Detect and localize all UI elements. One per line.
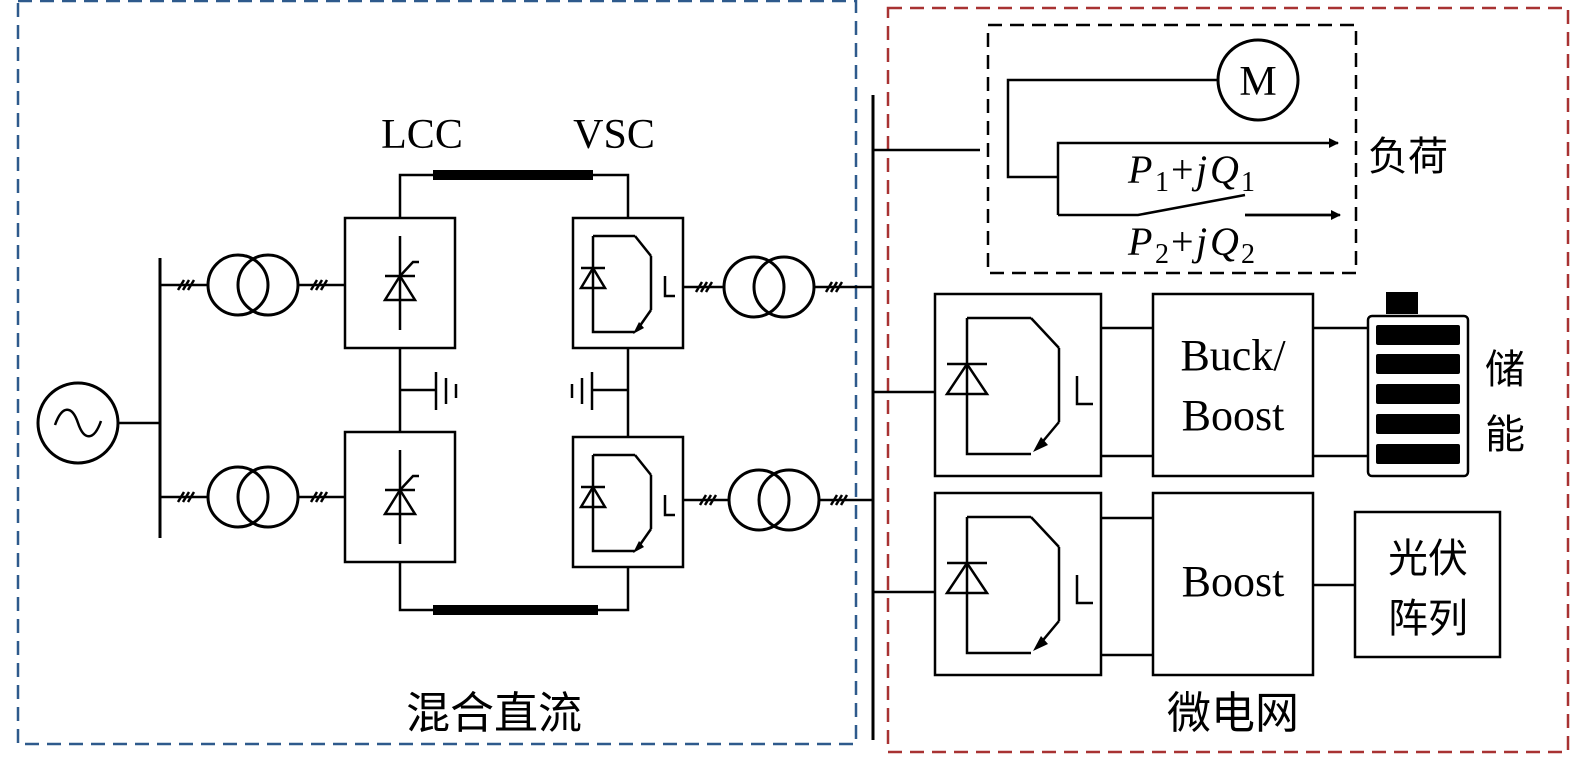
boost-label: Boost bbox=[1182, 557, 1285, 606]
motor-label: M bbox=[1239, 59, 1276, 105]
hybrid-dc-label: 混合直流 bbox=[406, 688, 582, 739]
transformer-icon bbox=[206, 253, 300, 317]
svg-text:j: j bbox=[1191, 147, 1207, 192]
pv-array bbox=[1353, 510, 1502, 659]
ac-source-icon bbox=[36, 381, 120, 465]
dc-cable-negative bbox=[433, 605, 598, 615]
motor-icon bbox=[1216, 38, 1300, 122]
load-label: 负荷 bbox=[1368, 134, 1448, 180]
power-label-2: P 2 + j Q 2 bbox=[1127, 219, 1255, 270]
load-switch bbox=[1058, 193, 1338, 217]
load-region bbox=[986, 23, 1358, 275]
transformer-icon bbox=[206, 465, 300, 529]
ground-icon bbox=[400, 372, 458, 410]
three-phase-mark bbox=[176, 278, 196, 292]
pv-label-1: 光伏 bbox=[1388, 536, 1468, 582]
thyristor-icon bbox=[343, 216, 457, 350]
transformer-icon bbox=[727, 468, 821, 532]
svg-text:1: 1 bbox=[1241, 167, 1255, 198]
ground-icon bbox=[570, 372, 628, 410]
igbt-icon bbox=[571, 216, 685, 350]
storage-label-2: 能 bbox=[1485, 412, 1525, 458]
buck-boost-label-2: Boost bbox=[1182, 391, 1285, 440]
svg-text:2: 2 bbox=[1155, 239, 1169, 270]
svg-text:j: j bbox=[1191, 219, 1207, 264]
igbt-icon bbox=[571, 435, 685, 569]
microgrid-region-border bbox=[886, 6, 1570, 754]
buck-boost-converter bbox=[1151, 292, 1315, 478]
three-phase-mark bbox=[309, 490, 329, 504]
microgrid-label: 微电网 bbox=[1167, 688, 1299, 739]
thyristor-icon bbox=[343, 430, 457, 564]
hybrid-dc-region-border bbox=[16, 0, 858, 746]
dc-line-negative bbox=[398, 562, 630, 612]
svg-text:P: P bbox=[1127, 219, 1152, 264]
boost-converter bbox=[1151, 491, 1315, 677]
svg-text:+: + bbox=[1171, 147, 1194, 192]
igbt-icon bbox=[933, 491, 1103, 677]
svg-text:Q: Q bbox=[1210, 219, 1239, 264]
three-phase-mark bbox=[176, 490, 196, 504]
svg-text:Q: Q bbox=[1210, 147, 1239, 192]
pv-label-2: 阵列 bbox=[1388, 596, 1468, 642]
svg-text:+: + bbox=[1171, 219, 1194, 264]
buck-boost-label-1: Buck/ bbox=[1180, 331, 1286, 380]
storage-label-1: 储 bbox=[1485, 347, 1525, 393]
svg-text:P: P bbox=[1127, 147, 1152, 192]
dc-cable-positive bbox=[433, 170, 593, 180]
svg-text:2: 2 bbox=[1241, 239, 1255, 270]
igbt-icon bbox=[933, 292, 1103, 478]
svg-text:1: 1 bbox=[1155, 167, 1169, 198]
power-label-1: P 1 + j Q 1 bbox=[1127, 147, 1255, 198]
dc-line-positive bbox=[398, 173, 630, 218]
three-phase-mark bbox=[698, 493, 718, 507]
three-phase-mark bbox=[829, 493, 849, 507]
battery-icon bbox=[1366, 292, 1470, 478]
three-phase-mark bbox=[694, 280, 714, 294]
transformer-icon bbox=[722, 255, 816, 319]
vsc-label: VSC bbox=[573, 112, 655, 158]
three-phase-mark bbox=[309, 278, 329, 292]
load-arrow-1 bbox=[1056, 138, 1339, 215]
lcc-label: LCC bbox=[381, 112, 463, 158]
three-phase-mark bbox=[824, 280, 844, 294]
